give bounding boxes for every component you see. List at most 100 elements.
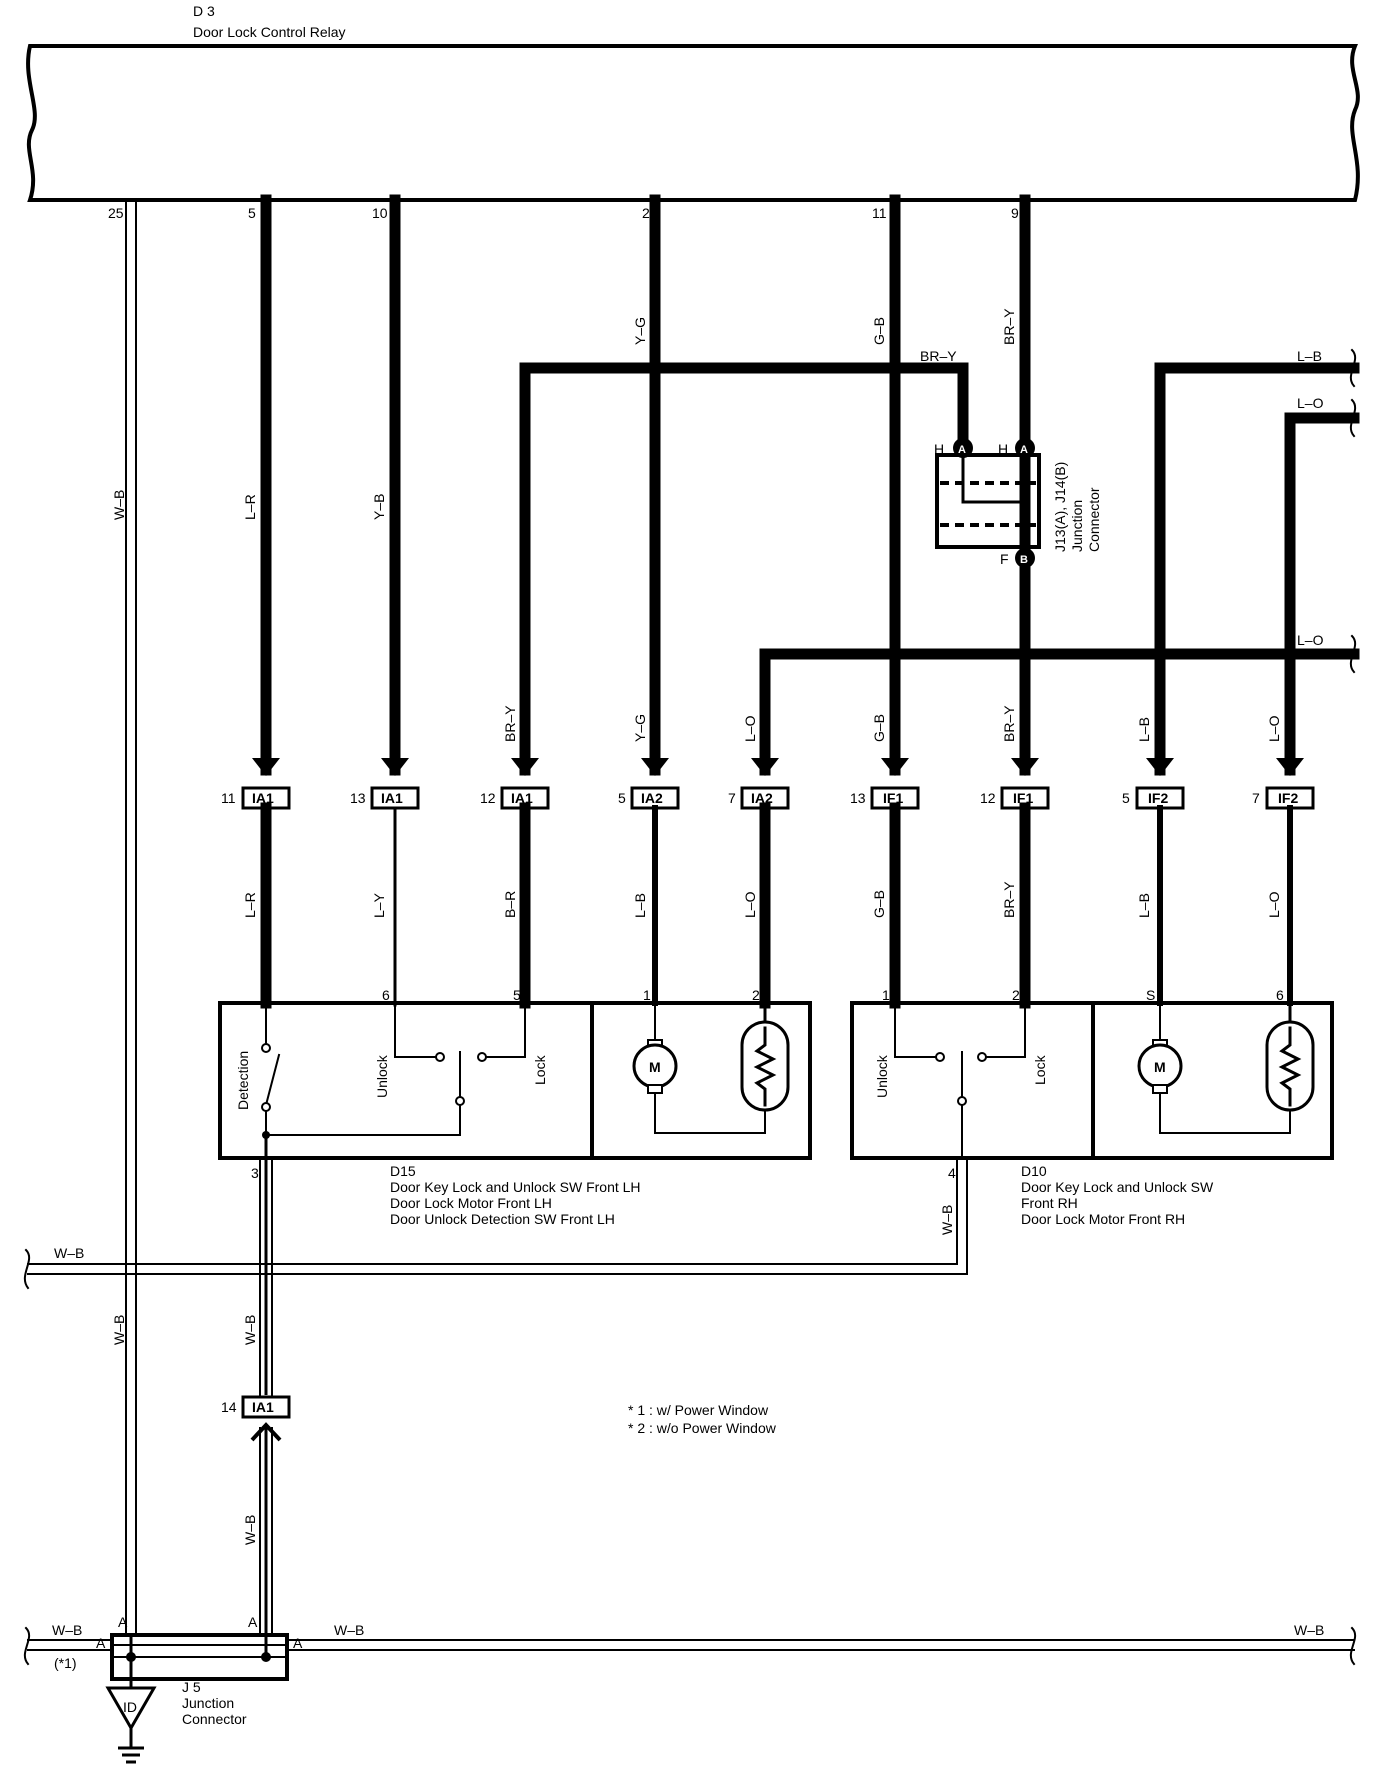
svg-text:13: 13 [850, 790, 866, 806]
j5-pin-a3: A [96, 1635, 106, 1651]
j5-line2: Connector [182, 1711, 247, 1727]
connector-if2-5: IF2 5 [1122, 786, 1185, 810]
ground-wire-left [125, 199, 137, 1666]
d10-pin-s: S [1146, 987, 1155, 1003]
label-conn3-out: B–R [502, 891, 518, 918]
label-wb-4: W–B [242, 1315, 258, 1345]
ground-wire-d10 [23, 1157, 968, 1290]
j5-pin-a2: A [248, 1614, 258, 1630]
wire-br-y-horizontal [511, 362, 969, 776]
d10-pin-4: 4 [948, 1165, 956, 1181]
relay-pin-5: 5 [248, 205, 256, 221]
wire-y-b [381, 194, 409, 776]
d10-line2: Front RH [1021, 1195, 1078, 1211]
label-br-y-horizontal: BR–Y [920, 348, 957, 364]
label-conn8-out: L–B [1136, 893, 1152, 918]
d15-pin-1: 1 [643, 987, 651, 1003]
relay-code: D 3 [193, 3, 215, 19]
d10-component [850, 1001, 1334, 1160]
d15-component [218, 1001, 812, 1160]
wire-y-g [641, 194, 669, 776]
j13-pin-h2: H [998, 441, 1008, 457]
d15-label-lock: Lock [532, 1054, 548, 1085]
d10-code: D10 [1021, 1163, 1047, 1179]
label-conn9-out: L–O [1266, 891, 1282, 918]
j13-name-2: Junction [1069, 500, 1085, 552]
wire-g-b [881, 194, 909, 776]
svg-text:IF2: IF2 [1148, 790, 1168, 806]
d15-pin-4: 4 [262, 987, 270, 1003]
label-l-o-middle: L–O [1297, 632, 1324, 648]
relay-pin-9: 9 [1011, 205, 1019, 221]
label-conn6-in: G–B [871, 714, 887, 742]
label-conn4-out: L–B [632, 893, 648, 918]
relay-name: Door Lock Control Relay [193, 24, 346, 40]
relay-body [26, 44, 1360, 202]
d15-code: D15 [390, 1163, 416, 1179]
wire-l-r [252, 194, 280, 776]
connector-ia1-14: IA1 14 [221, 1395, 291, 1419]
label-conn5-out: L–O [742, 891, 758, 918]
label-br-y-upper: BR–Y [1001, 308, 1017, 345]
label-l-r-upper: L–R [242, 494, 258, 520]
d10-line1: Door Key Lock and Unlock SW [1021, 1179, 1214, 1195]
svg-text:12: 12 [480, 790, 496, 806]
relay-pin-10: 10 [372, 205, 388, 221]
note-2: * 2 : w/o Power Window [628, 1420, 777, 1436]
j5-code: J 5 [182, 1679, 201, 1695]
d15-pin-3: 3 [251, 1165, 259, 1181]
svg-text:5: 5 [1122, 790, 1130, 806]
wire-l-o-right [1276, 412, 1360, 776]
d15-label-detection: Detection [235, 1051, 251, 1110]
svg-text:5: 5 [618, 790, 626, 806]
d10-line3: Door Lock Motor Front RH [1021, 1211, 1185, 1227]
wire-l-o-middle [751, 648, 1360, 776]
break-marks-right [1349, 348, 1357, 674]
j13-name-1: J13(A), J14(B) [1052, 462, 1068, 552]
d10-pin-2: 2 [1012, 987, 1020, 1003]
svg-text:IA1: IA1 [511, 790, 533, 806]
connector-if2-7: IF2 7 [1252, 786, 1315, 810]
label-conn4-in: Y–G [632, 714, 648, 742]
ground-wire-d15 [250, 1157, 282, 1641]
j13-pin-a1: A [958, 444, 966, 456]
label-conn7-in: BR–Y [1001, 705, 1017, 742]
label-conn8-in: L–B [1136, 717, 1152, 742]
label-l-b-right: L–B [1297, 348, 1322, 364]
label-wb-8: W–B [1294, 1622, 1324, 1638]
svg-text:IA1: IA1 [252, 790, 274, 806]
connector-ia1-13: IA1 13 [350, 786, 420, 810]
svg-text:IA1: IA1 [381, 790, 403, 806]
connector-ia1-12: IA1 12 [480, 786, 550, 810]
d10-pin-1: 1 [882, 987, 890, 1003]
d10-motor-label: M [1154, 1059, 1166, 1075]
label-conn5-in: L–O [742, 715, 758, 742]
svg-text:IF2: IF2 [1278, 790, 1298, 806]
d15-line1: Door Key Lock and Unlock SW Front LH [390, 1179, 641, 1195]
label-w-b-upper: W–B [111, 490, 127, 520]
junction-j13-j14 [935, 438, 1041, 568]
label-wb-2: W–B [939, 1205, 955, 1235]
d15-label-unlock: Unlock [374, 1054, 390, 1098]
svg-text:IA2: IA2 [641, 790, 663, 806]
d15-pin-2: 2 [752, 987, 760, 1003]
d15-pin-6: 6 [382, 987, 390, 1003]
j5-line1: Junction [182, 1695, 234, 1711]
connector-ia2-5: IA2 5 [618, 786, 680, 810]
ground-label: ID [123, 1699, 137, 1715]
connector-ia2-7: IA2 7 [728, 786, 790, 810]
j5-pin-a4: A [293, 1635, 303, 1651]
d10-label-unlock: Unlock [874, 1054, 890, 1098]
junction-j5 [110, 1633, 289, 1681]
svg-text:14: 14 [221, 1399, 237, 1415]
connector-if1-13: IF1 13 [850, 786, 920, 810]
j13-pin-a2: A [1020, 444, 1028, 456]
label-conn9-in: L–O [1266, 715, 1282, 742]
relay-pin-25: 25 [108, 205, 124, 221]
svg-text:IF1: IF1 [883, 790, 903, 806]
d10-pin-6: 6 [1276, 987, 1284, 1003]
note-1: * 1 : w/ Power Window [628, 1402, 769, 1418]
svg-text:12: 12 [980, 790, 996, 806]
label-wb-3: W–B [111, 1315, 127, 1345]
